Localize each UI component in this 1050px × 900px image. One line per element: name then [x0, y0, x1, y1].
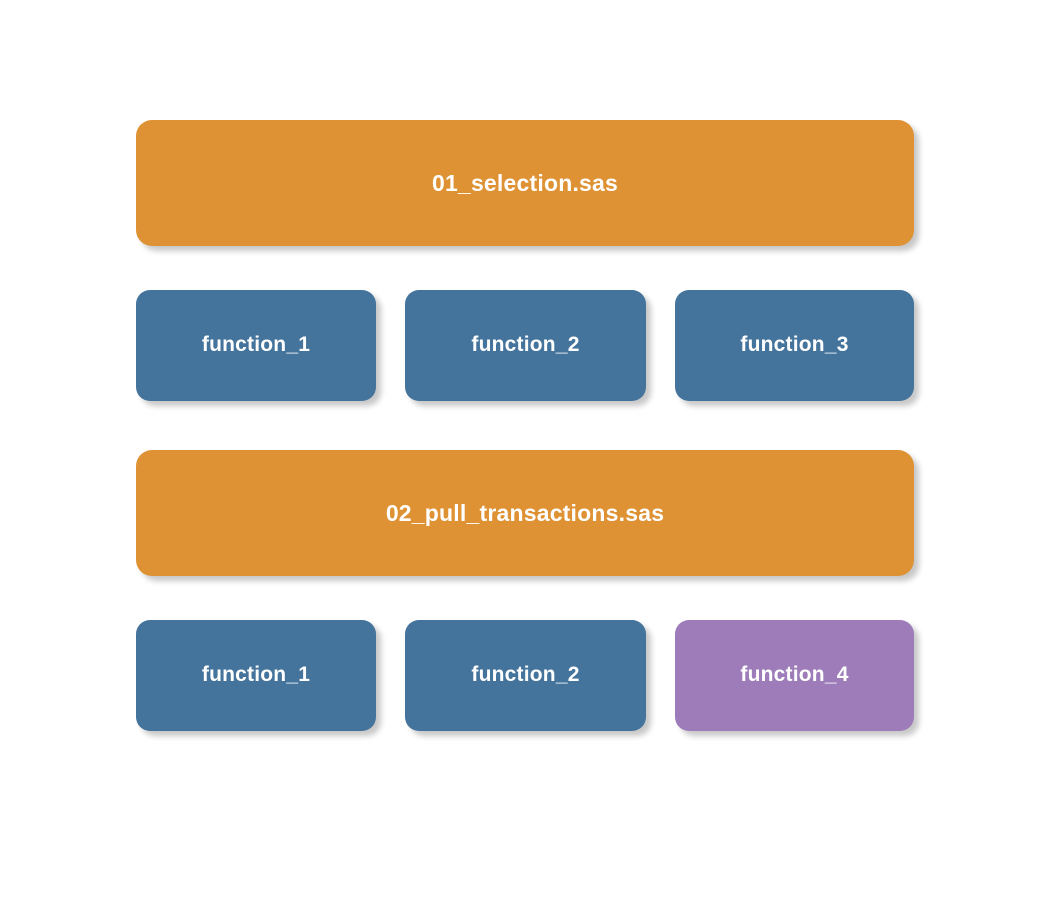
function-node-2-4-highlighted[interactable]: function_4 [675, 620, 914, 731]
function-node-1-2[interactable]: function_2 [405, 290, 646, 401]
function-node-label: function_2 [471, 663, 580, 687]
program-node-label: 01_selection.sas [431, 169, 619, 196]
function-node-2-2[interactable]: function_2 [405, 620, 646, 731]
program-node-label: 02_pull_transactions.sas [385, 499, 665, 526]
function-node-1-3[interactable]: function_3 [675, 290, 914, 401]
function-node-label: function_2 [471, 333, 580, 357]
function-node-label: function_3 [740, 333, 849, 357]
function-node-label: function_1 [201, 663, 311, 687]
program-node-01-selection[interactable]: 01_selection.sas [136, 120, 914, 246]
function-node-2-1[interactable]: function_1 [136, 620, 376, 731]
function-node-label: function_4 [740, 663, 849, 687]
function-node-1-1[interactable]: function_1 [136, 290, 376, 401]
function-node-label: function_1 [201, 333, 311, 357]
program-node-02-pull-transactions[interactable]: 02_pull_transactions.sas [136, 450, 914, 576]
